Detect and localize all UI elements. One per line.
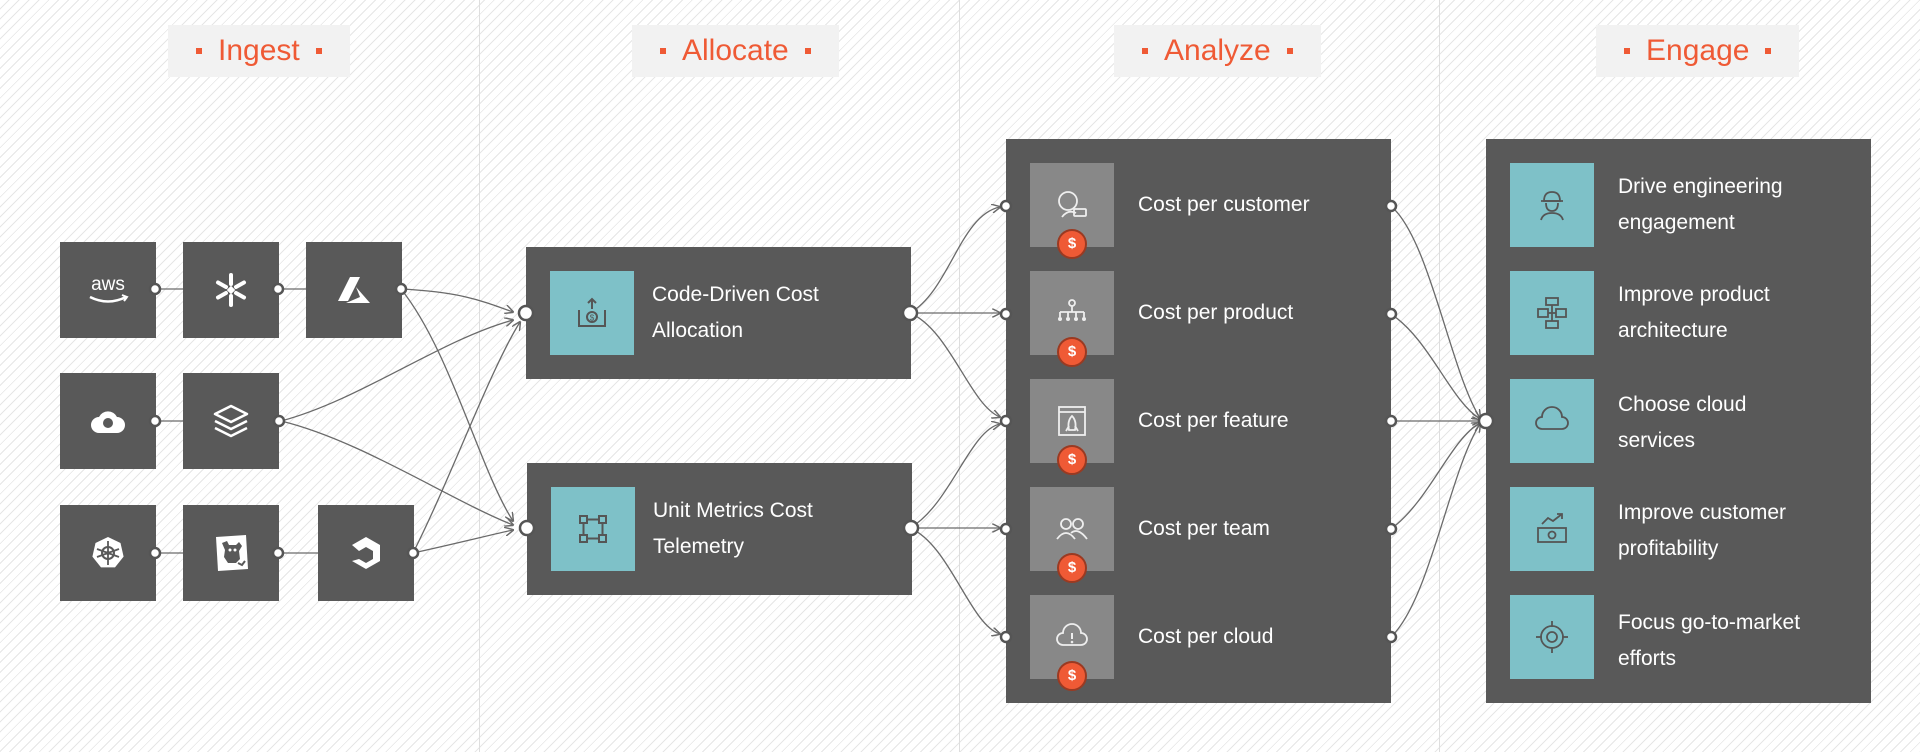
- analyze-panel: $ Cost per customer $ Cost per product: [1006, 139, 1391, 703]
- team-icon: [1056, 518, 1088, 540]
- allocate-panel-unit-metrics[interactable]: Unit Metrics Cost Telemetry: [527, 463, 912, 595]
- source-new-relic[interactable]: [318, 505, 414, 601]
- engage-label-line2: efforts: [1618, 647, 1676, 670]
- connector: [412, 322, 520, 554]
- databricks-icon: [213, 404, 249, 438]
- cost-badge: $: [1057, 445, 1087, 475]
- engage-panel: Drive engineering engagement Improve pro…: [1486, 139, 1871, 703]
- engage-label-line1: Choose cloud: [1618, 393, 1747, 416]
- connector: [909, 312, 1000, 417]
- column-title-analyze: Analyze: [1114, 25, 1321, 77]
- cloud-icon: [1535, 406, 1569, 430]
- allocate-label-line1: Unit Metrics Cost: [653, 499, 813, 522]
- azure-icon: [338, 277, 370, 303]
- feature-rocket-icon: [1058, 406, 1086, 436]
- connector: [400, 288, 513, 312]
- engage-label-line2: profitability: [1618, 537, 1719, 560]
- allocate-label-line2: Allocation: [652, 319, 744, 342]
- connector: [1390, 423, 1480, 530]
- source-snowflake[interactable]: [183, 242, 279, 338]
- source-google-cloud[interactable]: [60, 373, 156, 469]
- engage-label-line1: Improve product: [1618, 283, 1770, 306]
- customer-icon: [1058, 191, 1087, 218]
- money-box-upload-icon: $: [578, 297, 606, 327]
- allocation-icon-tile: $: [550, 271, 634, 355]
- engage-icon-tile: [1510, 163, 1594, 247]
- analyze-label: Cost per product: [1138, 301, 1294, 324]
- allocate-panel-code-driven[interactable]: $ Code-Driven Cost Allocation: [526, 247, 911, 379]
- allocate-label-line2: Telemetry: [653, 535, 745, 558]
- column-title-engage: Engage: [1596, 25, 1800, 77]
- analyze-label: Cost per team: [1138, 517, 1270, 540]
- connector: [1390, 424, 1480, 638]
- svg-text:aws: aws: [91, 274, 125, 295]
- source-kubernetes[interactable]: [60, 505, 156, 601]
- engage-icon-tile: [1510, 379, 1594, 463]
- google-cloud-icon: [91, 411, 125, 433]
- engage-label-line1: Drive engineering: [1618, 175, 1783, 198]
- column-divider: [959, 0, 960, 752]
- source-databricks[interactable]: [183, 373, 279, 469]
- svg-text:$: $: [590, 314, 595, 323]
- datadog-icon: [216, 535, 248, 571]
- engineer-icon: [1540, 191, 1564, 221]
- cost-badge: $: [1057, 229, 1087, 259]
- engage-label-line1: Improve customer: [1618, 501, 1787, 524]
- target-icon: [1536, 621, 1568, 653]
- connector: [909, 527, 1000, 634]
- column-divider: [479, 0, 480, 752]
- connector: [412, 530, 513, 554]
- engage-icon-tile: [1510, 271, 1594, 355]
- telemetry-icon-tile: [551, 487, 635, 571]
- architecture-icon: [1537, 297, 1567, 329]
- connector: [1390, 205, 1480, 418]
- connector: [909, 207, 1000, 314]
- kubernetes-icon: [92, 537, 124, 568]
- engage-label-line2: engagement: [1618, 211, 1735, 234]
- engage-label-line2: architecture: [1618, 319, 1728, 342]
- source-datadog[interactable]: [183, 505, 279, 601]
- analyze-label: Cost per customer: [1138, 193, 1310, 216]
- allocate-label-line1: Code-Driven Cost: [652, 283, 819, 306]
- column-title-ingest: Ingest: [168, 25, 350, 77]
- connector: [1390, 313, 1480, 419]
- engage-icon-tile: [1510, 595, 1594, 679]
- telemetry-nodes-icon: [579, 515, 607, 543]
- engage-label-line2: services: [1618, 429, 1696, 452]
- cloud-alert-icon: [1056, 623, 1088, 646]
- engage-label-line1: Focus go-to-market: [1618, 611, 1801, 634]
- profit-cash-icon: [1537, 513, 1567, 543]
- source-azure[interactable]: [306, 242, 402, 338]
- product-hierarchy-icon: [1058, 299, 1086, 321]
- cost-badge: $: [1057, 337, 1087, 367]
- source-aws[interactable]: aws: [60, 242, 156, 338]
- new-relic-icon: [352, 537, 380, 569]
- connector: [400, 288, 513, 521]
- engage-icon-tile: [1510, 487, 1594, 571]
- cost-badge: $: [1057, 661, 1087, 691]
- column-divider: [1439, 0, 1440, 752]
- column-title-allocate: Allocate: [632, 25, 839, 77]
- snowflake-icon: [216, 273, 246, 307]
- cost-badge: $: [1057, 553, 1087, 583]
- aws-icon: aws: [89, 274, 129, 303]
- analyze-label: Cost per feature: [1138, 409, 1289, 432]
- connector: [909, 424, 1000, 529]
- analyze-label: Cost per cloud: [1138, 625, 1274, 648]
